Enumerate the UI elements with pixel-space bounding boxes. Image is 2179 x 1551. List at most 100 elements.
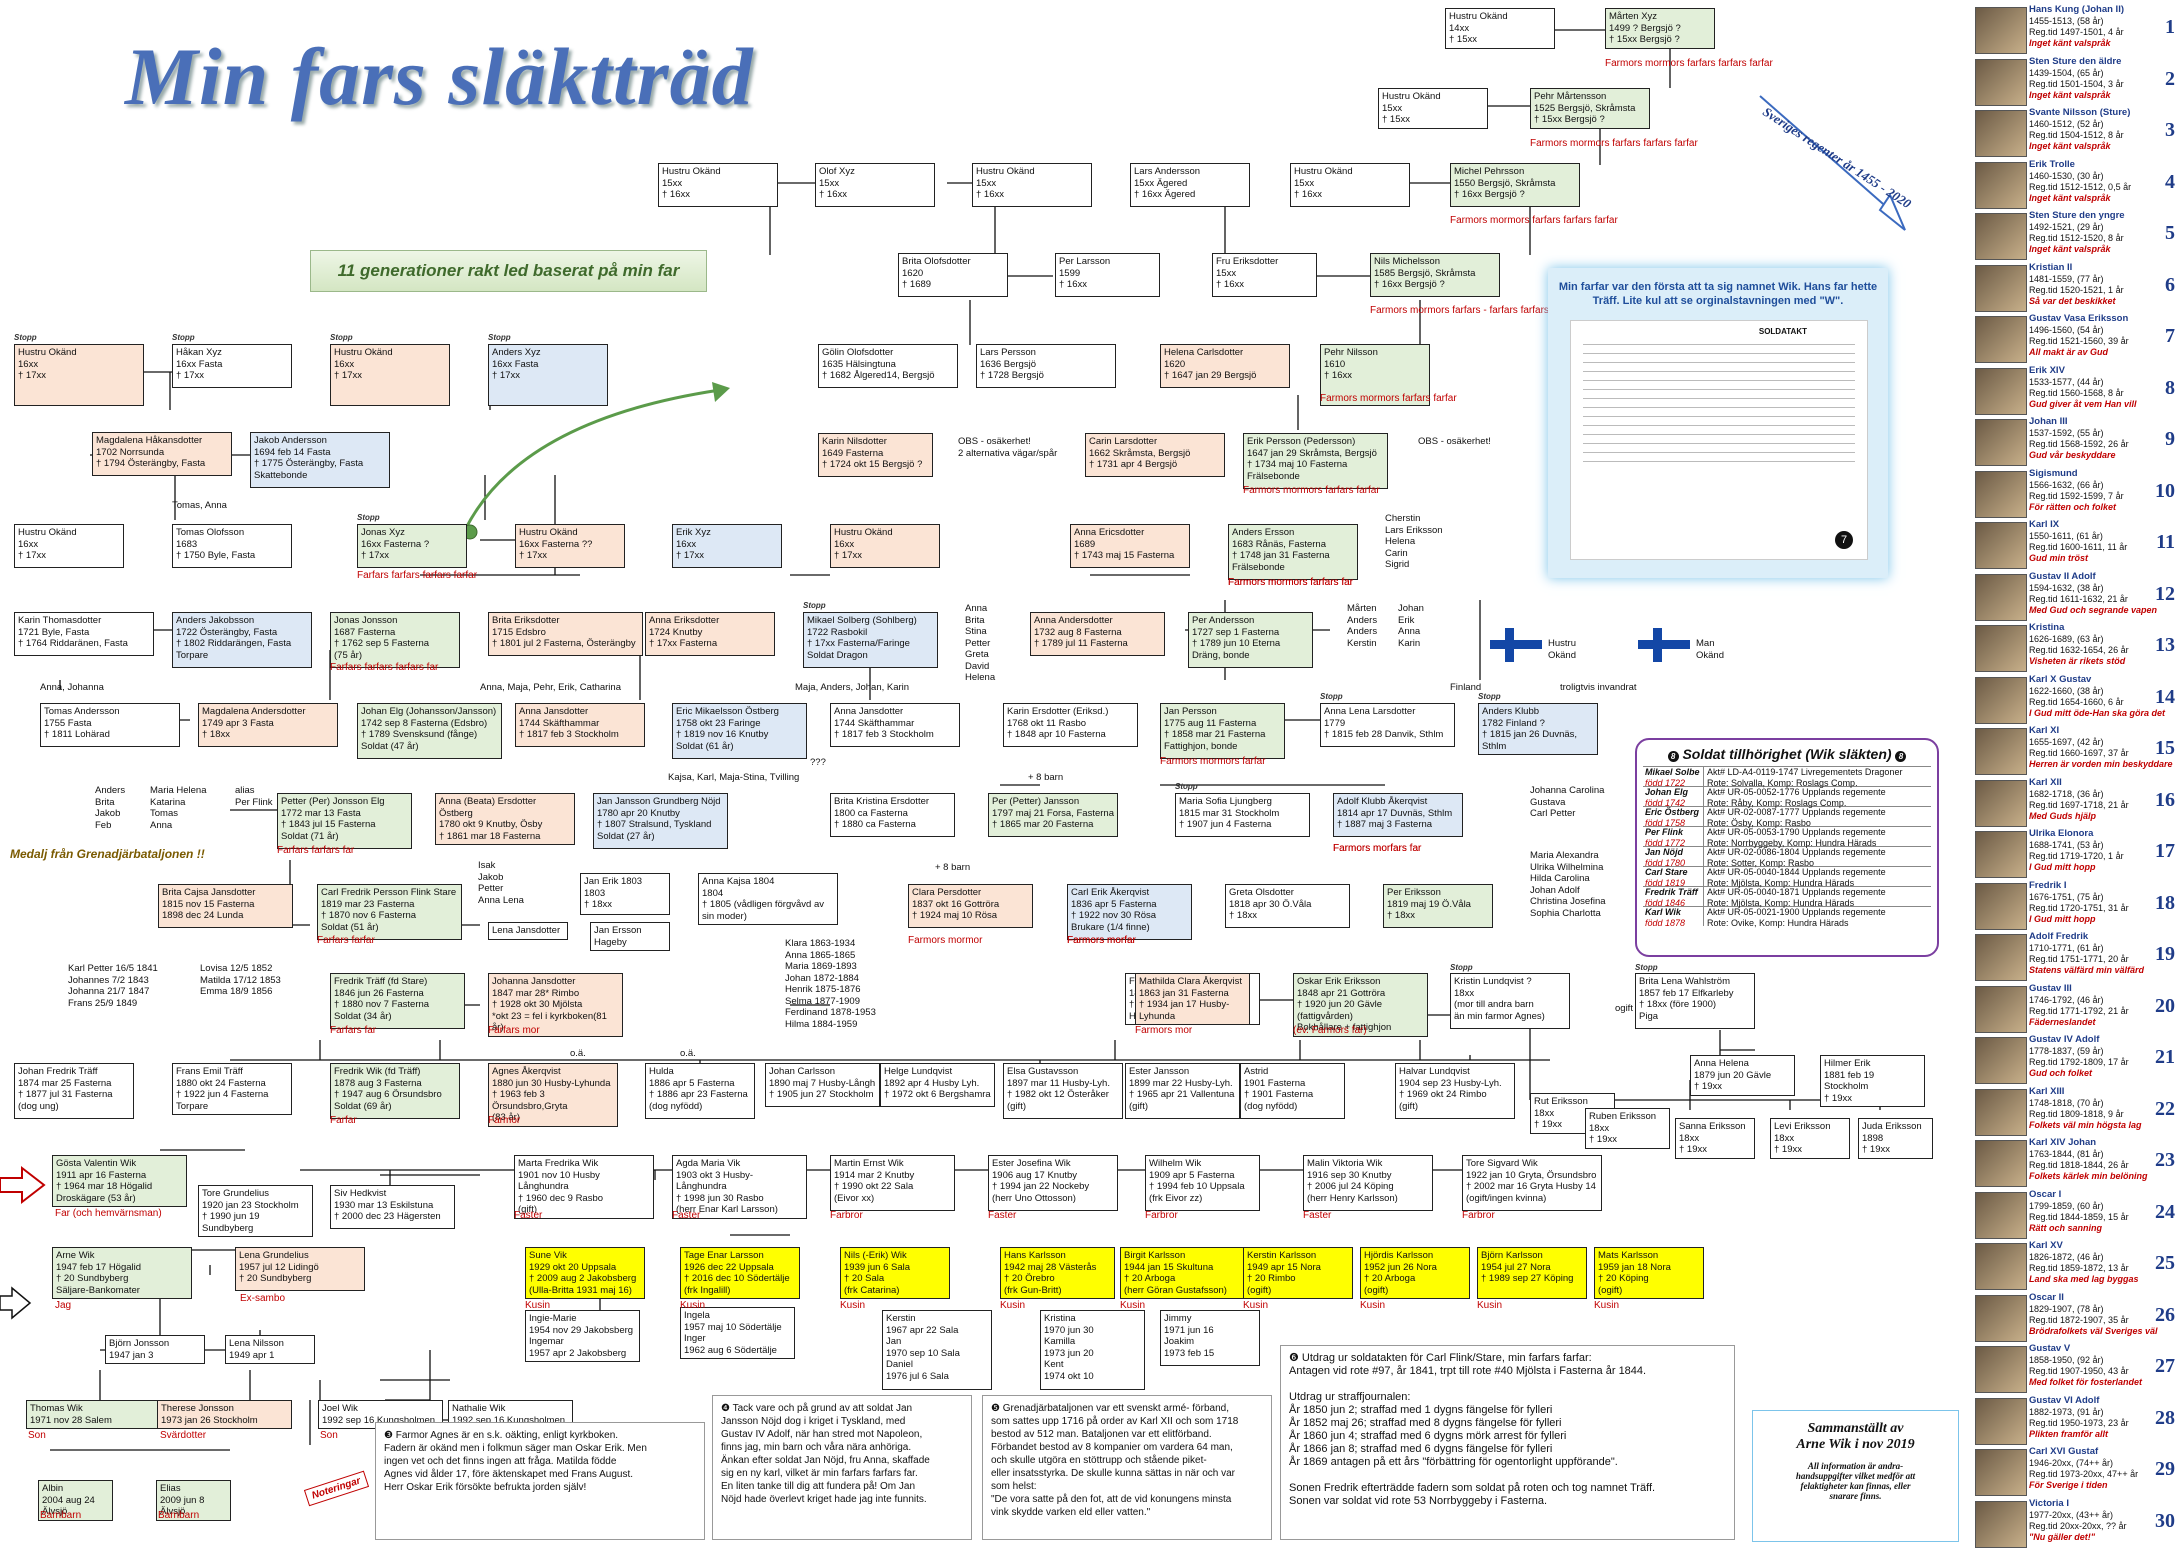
regent-num: 23 xyxy=(2155,1149,2175,1171)
relation-note: Kusin xyxy=(1594,1300,1620,1311)
regent-name: Adolf Fredrik xyxy=(2029,931,2089,942)
document-heading: Min farfar var den första att ta sig nam… xyxy=(1558,281,1878,307)
regent-l3: Reg.tid 1654-1660, 6 år xyxy=(2029,696,2124,707)
regent-num: 27 xyxy=(2155,1355,2175,1377)
portrait-icon xyxy=(1975,7,2027,54)
relation-note: Farmors mormors farfars farfar xyxy=(1320,393,1457,404)
person-box: Helge Lundqvist 1892 apr 4 Husby Lyh. † … xyxy=(880,1063,995,1107)
regent-l2: 1537-1592, (55 år) xyxy=(2029,428,2104,438)
person-box: Siv Hedkvist 1930 mar 13 Eskilstuna † 20… xyxy=(330,1185,455,1229)
regent-motto: Folkets kärlek min belöning xyxy=(2029,1171,2148,1181)
soldier-record: Akt# UR-05-0053-1790 Upplands regemente … xyxy=(1707,827,1886,848)
regent-num: 15 xyxy=(2155,737,2175,759)
finland-flag-icon xyxy=(1490,628,1542,662)
person-box: Petter (Per) Jonsson Elg 1772 mar 13 Fas… xyxy=(277,793,412,849)
regent-l2: 1826-1872, (46 år) xyxy=(2029,1252,2104,1262)
person-box: Hustru Okänd 15xx † 16xx xyxy=(658,163,778,207)
portrait-icon xyxy=(1975,419,2027,466)
regent-num: 16 xyxy=(2155,788,2175,811)
regent-l3: Reg.tid 1859-1872, 13 år xyxy=(2029,1263,2129,1273)
person-box: Brita Lena Wahlström 1857 feb 17 Elfkarl… xyxy=(1635,973,1755,1029)
relation-note: Farmors mormors farfars farfars farfar xyxy=(1450,215,1618,226)
regent-num: 13 xyxy=(2155,634,2175,656)
relation-note: Farbror xyxy=(1145,1210,1178,1221)
relation-note: Svärdotter xyxy=(160,1430,207,1441)
regent-name: Kristian II xyxy=(2029,261,2073,273)
regent-l2: 1460-1530, (30 år) xyxy=(2029,170,2104,181)
regent-l3: Reg.tid 1660-1697, 37 år xyxy=(2029,748,2129,758)
portrait-icon xyxy=(1975,161,2027,209)
sibling-list: Maja, Anders, Johan, Karin xyxy=(795,682,910,693)
regent-l3: Reg.tid 1611-1632, 21 år xyxy=(2029,593,2128,604)
person-box: Jan Persson 1775 aug 11 Fasterna † 1858 … xyxy=(1160,703,1285,759)
regent-l3: Reg.tid 1504-1512, 8 år xyxy=(2029,130,2124,140)
person-box: Björn Karlsson 1954 jul 27 Nora † 1989 s… xyxy=(1477,1247,1587,1299)
person-box: Hjördis Karlsson 1952 jun 26 Nora † 20 A… xyxy=(1360,1247,1470,1299)
soldier-born: född 1780 xyxy=(1645,857,1686,868)
person-box: Oskar Erik Eriksson 1848 apr 21 Gottröra… xyxy=(1293,973,1428,1037)
portrait-icon xyxy=(1975,470,2027,518)
person-box: Brita Kristina Ersdotter 1800 ca Fastern… xyxy=(830,793,955,837)
regent-num: 14 xyxy=(2155,685,2175,708)
soldier-name-text: Mikael Solbe xyxy=(1645,767,1700,777)
regent-motto: Plikten framför allt xyxy=(2029,1428,2109,1439)
regent-l3: Reg.tid 1600-1611, 11 år xyxy=(2029,542,2128,552)
panel-badge: 8 xyxy=(1895,751,1907,762)
regent-name: Karl IX xyxy=(2029,519,2060,530)
person-box: Martin Ernst Wik 1914 mar 2 Knutby † 199… xyxy=(830,1155,955,1211)
relation-note: Kusin xyxy=(1120,1300,1146,1311)
person-box: Ester Jansson 1899 mar 22 Husby-Lyh. † 1… xyxy=(1125,1063,1240,1119)
regent-name: Kristina xyxy=(2029,622,2065,633)
relation-note: Kusin xyxy=(680,1300,706,1311)
relation-note: Farmors mormors farfars farfars farfar xyxy=(1605,58,1773,69)
portrait-icon xyxy=(1975,1037,2027,1084)
soldier-name-text: Jan Nöjd xyxy=(1645,847,1684,857)
stop-marker: Stopp xyxy=(1635,963,1658,972)
regent-num: 1 xyxy=(2165,16,2175,38)
stop-marker: Stopp xyxy=(1175,782,1198,791)
regent-name: Sten Sture den äldre xyxy=(2029,55,2122,67)
regent-l2: 1566-1632, (66 år) xyxy=(2029,479,2104,490)
regent-num: 12 xyxy=(2155,582,2175,605)
person-box: Carl Erik Åkerqvist 1836 apr 5 Fasterna … xyxy=(1067,884,1192,940)
regent-motto: I Gud mitt öde-Han ska göra det xyxy=(2029,707,2166,718)
soldier-document-scan: SOLDATAKT 7 xyxy=(1570,320,1868,560)
sibling-list: Anna, Maja, Pehr, Erik, Catharina xyxy=(480,682,621,693)
panel-badge: 8 xyxy=(1667,751,1679,762)
person-box: Kristina 1970 jun 30 Kamilla 1973 jun 20… xyxy=(1040,1310,1145,1390)
person-box: Agnes Åkerqvist 1880 jun 30 Husby-Lyhund… xyxy=(488,1063,618,1127)
regent-num: 7 xyxy=(2165,325,2175,347)
soldier-born: född 1819 xyxy=(1645,877,1686,888)
person-box: Marta Fredrika Wik 1901 nov 10 Husby Lån… xyxy=(514,1155,654,1219)
sibling-list: Klara 1863-1934 Anna 1865-1865 Maria 186… xyxy=(785,938,876,1030)
person-box: Anders Jakobsson 1722 Österängby, Fasta … xyxy=(172,612,312,668)
regent-motto: För rätten och folket xyxy=(2029,501,2117,512)
relation-note: Faster xyxy=(514,1210,543,1221)
regent-num: 26 xyxy=(2155,1303,2175,1326)
regent-l3: Reg.tid 1751-1771, 20 år xyxy=(2029,954,2129,964)
person-box: Anna Andersdotter 1732 aug 8 Fasterna † … xyxy=(1030,612,1165,656)
person-box: Mårten Xyz 1499 ? Bergsjö ? † 15xx Bergs… xyxy=(1605,8,1715,49)
person-box: Hustru Okänd xyxy=(1548,638,1576,661)
relation-note: Farmors mormors farfars farfar xyxy=(1243,485,1380,496)
regent-l2: 1655-1697, (42 år) xyxy=(2029,737,2104,747)
person-box: Anna Jansdotter 1744 Skäfthammar † 1817 … xyxy=(515,703,645,747)
note-textbox: ❸ Farmor Agnes är en s.k. oäkting, enlig… xyxy=(375,1422,705,1540)
person-box: Anders Ersson 1683 Rånäs, Fasterna † 174… xyxy=(1228,524,1358,580)
regent-l2: 1455-1513, (58 år) xyxy=(2029,16,2104,26)
regent-l2: 1799-1859, (60 år) xyxy=(2029,1200,2104,1211)
person-box: Jakob Andersson 1694 feb 14 Fasta † 1775… xyxy=(250,432,390,488)
